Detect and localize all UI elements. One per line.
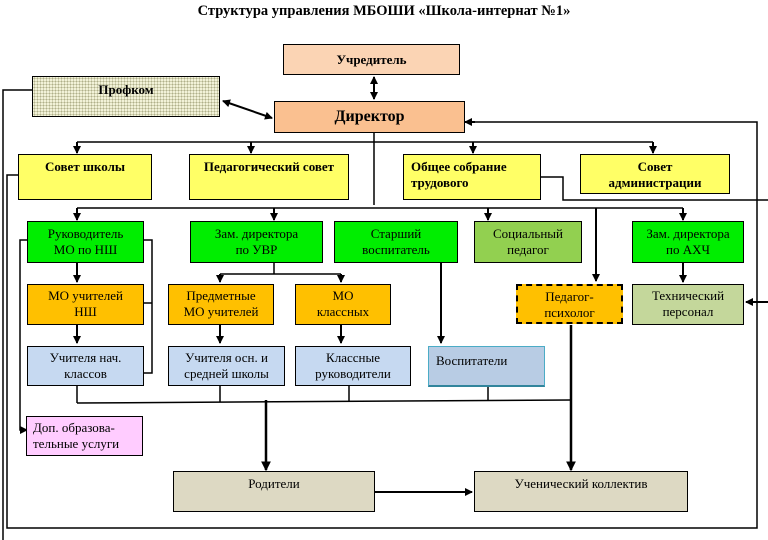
node-parents[interactable]: Родители (173, 471, 375, 512)
node-mo-class-line1: МО (332, 288, 354, 303)
node-senior-educator-line1: Старший (370, 226, 422, 241)
diagram-title: Структура управления МБОШИ «Школа-интерн… (197, 3, 571, 19)
node-general-meeting-line1: Общее собрание (411, 159, 507, 174)
node-director[interactable]: Директор (274, 101, 465, 133)
line-right-frame (11, 121, 758, 529)
node-parents-label: Родители (248, 476, 300, 491)
line-profkom-left (2, 89, 33, 540)
node-deputy-ahch-line1: Зам. директора (646, 226, 730, 241)
node-extra-services-line2: тельные услуги (33, 436, 120, 451)
node-tech-staff-line1: Технический (651, 288, 725, 303)
node-director-label: Директор (334, 108, 405, 125)
line-general-meeting (540, 176, 768, 201)
node-primary-teachers[interactable]: Учителя нач. классов (27, 346, 144, 386)
node-class-leaders-line1: Классные (326, 350, 380, 365)
node-educators[interactable]: Воспитатели (428, 346, 545, 387)
node-deputy-uvr-line2: по УВР (235, 242, 278, 257)
node-social-pedagogue-line1: Социальный (492, 226, 564, 241)
node-mo-teachers-ns-line2: НШ (74, 304, 97, 319)
node-subject-mo-line1: Предметные (186, 288, 256, 303)
node-senior-educator-line2: воспитатель (362, 242, 430, 257)
node-primary-teachers-line2: классов (64, 366, 107, 381)
node-educators-label: Воспитатели (436, 353, 508, 368)
node-tech-staff[interactable]: Технический персонал (632, 284, 744, 325)
node-school-council-label: Совет школы (44, 159, 126, 174)
node-admin-council-line2: администрации (608, 175, 702, 190)
node-psychologist-line2: психолог (544, 305, 595, 320)
node-mo-teachers-ns-line1: МО учителей (48, 288, 123, 303)
node-secondary-teachers[interactable]: Учителя осн. и средней школы (168, 346, 285, 386)
node-secondary-teachers-line2: средней школы (184, 366, 269, 381)
node-admin-council-line1: Совет (637, 159, 673, 174)
node-class-leaders[interactable]: Классные руководители (295, 346, 411, 386)
node-subject-mo-line2: МО учителей (183, 304, 259, 319)
node-deputy-ahch-line2: по АХЧ (666, 242, 710, 257)
node-students-label: Ученический коллектив (514, 476, 648, 491)
node-head-mo-ns-line2: МО по НШ (53, 242, 118, 257)
node-general-meeting[interactable]: Общее собрание трудового (403, 154, 541, 200)
node-psychologist-line1: Педагог- (545, 289, 594, 304)
line-profkom-director (222, 99, 273, 120)
node-tech-staff-line2: персонал (662, 304, 714, 319)
node-class-leaders-line2: руководители (315, 366, 391, 381)
node-social-pedagogue-line2: педагог (507, 242, 549, 257)
node-mo-class[interactable]: МО классных (295, 284, 391, 325)
node-deputy-uvr[interactable]: Зам. директора по УВР (190, 221, 323, 263)
node-founder[interactable]: Учредитель (283, 44, 460, 75)
node-extra-services[interactable]: Доп. образова- тельные услуги (26, 416, 143, 456)
node-senior-educator[interactable]: Старший воспитатель (334, 221, 458, 263)
line-school-council-left (6, 174, 18, 529)
node-mo-teachers-ns[interactable]: МО учителей НШ (27, 284, 144, 325)
node-secondary-teachers-line1: Учителя осн. и (185, 350, 268, 365)
node-ped-council-label: Педагогический совет (203, 159, 335, 174)
node-primary-teachers-line1: Учителя нач. (49, 350, 122, 365)
node-profkom-label: Профком (98, 82, 154, 97)
node-social-pedagogue[interactable]: Социальный педагог (474, 221, 582, 263)
node-subject-mo[interactable]: Предметные МО учителей (168, 284, 274, 325)
node-profkom[interactable]: Профком (32, 76, 220, 117)
node-deputy-uvr-line1: Зам. директора (214, 226, 299, 241)
node-school-council[interactable]: Совет школы (18, 154, 152, 200)
node-ped-council[interactable]: Педагогический совет (189, 154, 349, 200)
node-extra-services-line1: Доп. образова- (33, 420, 115, 435)
node-students[interactable]: Ученический коллектив (474, 471, 688, 512)
node-head-mo-ns-line1: Руководитель (47, 226, 124, 241)
node-mo-class-line2: классных (316, 304, 370, 319)
node-admin-council[interactable]: Совет администрации (580, 154, 730, 194)
node-psychologist[interactable]: Педагог- психолог (516, 284, 623, 324)
node-general-meeting-line2: трудового (411, 175, 469, 190)
node-head-mo-ns[interactable]: Руководитель МО по НШ (27, 221, 144, 263)
node-deputy-ahch[interactable]: Зам. директора по АХЧ (632, 221, 744, 263)
node-founder-label: Учредитель (336, 51, 407, 67)
